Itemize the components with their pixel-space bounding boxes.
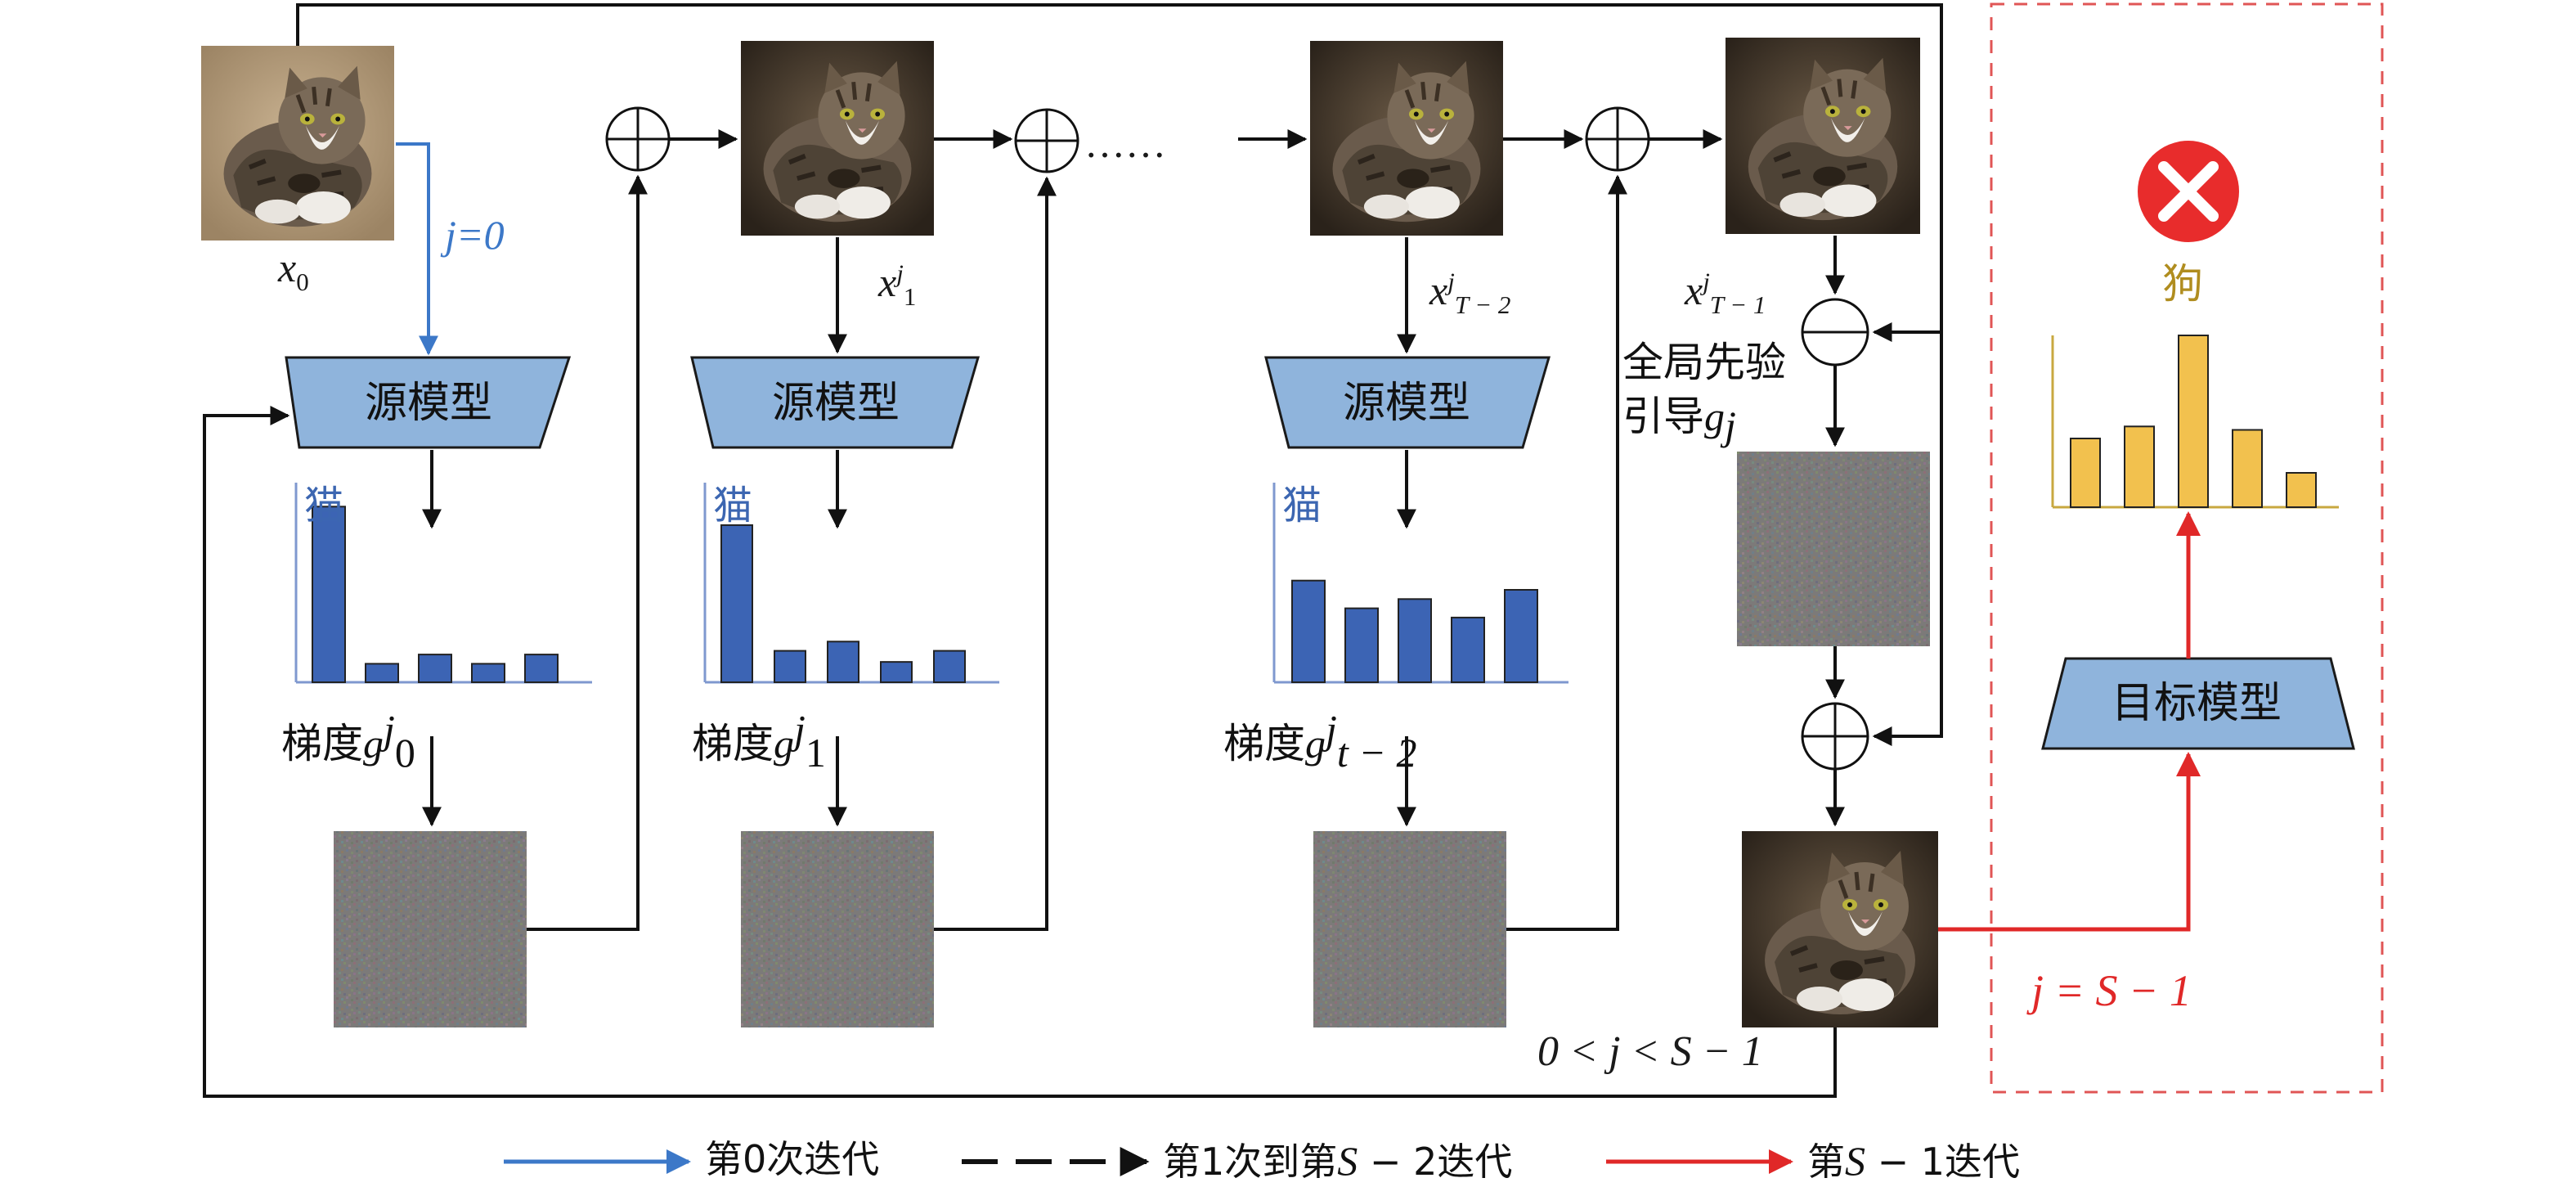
- source-model-label-1: 源模型: [365, 379, 493, 428]
- source-model-3: [1264, 356, 1551, 449]
- class-label-cat-2: 猫: [713, 483, 753, 528]
- hist-c-bar-2: [1398, 598, 1432, 683]
- label-gradient-0: 梯度gj0: [281, 706, 415, 776]
- hist-target-bar-0: [2070, 438, 2101, 508]
- label-x1: xj1: [878, 259, 917, 311]
- input-image-x0: [201, 46, 394, 241]
- source-model-1: [285, 356, 572, 449]
- adv-image-final: [1742, 831, 1938, 1027]
- hist-b-bar-4: [933, 650, 966, 684]
- target-model-label: 目标模型: [2112, 679, 2282, 728]
- label-x0: x0: [278, 245, 309, 296]
- label-global-prior-1: 全局先验: [1622, 339, 1786, 386]
- label-xT2: xjT − 2: [1429, 267, 1511, 319]
- label-j0: j=0: [445, 212, 505, 258]
- hist-b-bar-1: [774, 650, 806, 684]
- noise-image-3: [1313, 831, 1506, 1027]
- noise-image-2: [741, 831, 934, 1027]
- hist-b-bar-0: [720, 524, 753, 684]
- hist-a-bar-2: [418, 654, 452, 683]
- legend-iter0: 第0次迭代: [705, 1137, 880, 1181]
- adv-image-x1: [741, 41, 934, 236]
- label-global-prior-2: 引导gj: [1622, 393, 1736, 448]
- label-gradient-1: 梯度gj1: [692, 706, 826, 776]
- adv-image-xT2: [1310, 41, 1503, 236]
- black-arrows: [203, 3, 1943, 1098]
- hist-c-bar-3: [1451, 616, 1485, 684]
- legend-iter-mid: 第1次到第S − 2迭代: [1163, 1138, 1513, 1184]
- label-gradient-t2: 梯度gjt − 2: [1223, 706, 1417, 776]
- target-region-box: [1990, 2, 2384, 1094]
- adv-image-xT1: [1726, 38, 1920, 234]
- label-j-final: j = S − 1: [2031, 966, 2192, 1015]
- hist-b-bar-3: [880, 661, 913, 684]
- adder-3: [1585, 106, 1650, 172]
- arrow-iter0: [396, 142, 438, 356]
- noise-image-guidance: [1737, 452, 1930, 646]
- label-j-range: 0 < j < S − 1: [1537, 1028, 1763, 1075]
- hist-a-bar-0: [312, 506, 346, 683]
- hist-a-bar-3: [471, 663, 505, 684]
- class-label-cat-1: 猫: [304, 483, 344, 528]
- hist-a-bar-1: [365, 663, 399, 684]
- hist-b-bar-2: [827, 641, 859, 684]
- hist-target-bar-1: [2124, 425, 2155, 508]
- noise-image-1: [334, 831, 527, 1027]
- class-label-dog: 狗: [2162, 260, 2203, 308]
- hist-target-bar-3: [2232, 429, 2263, 508]
- red-x-circle-icon: [2138, 141, 2239, 242]
- target-model: [2041, 657, 2355, 750]
- hist-c-bar-1: [1344, 607, 1379, 683]
- hist-c-bar-4: [1504, 589, 1538, 683]
- red-arrows: [1938, 511, 2201, 932]
- hist-target-bar-4: [2286, 472, 2317, 508]
- legend-iter-last: 第S − 1迭代: [1807, 1138, 2021, 1184]
- source-model-2: [690, 356, 980, 449]
- class-label-cat-3: 猫: [1282, 483, 1322, 528]
- source-model-label-3: 源模型: [1343, 379, 1471, 428]
- histogram-bars: [312, 335, 2317, 684]
- hist-a-bar-4: [524, 654, 559, 683]
- ellipsis: ……: [1084, 120, 1166, 166]
- hist-target-bar-2: [2178, 335, 2209, 508]
- source-model-label-2: 源模型: [772, 379, 900, 428]
- hist-c-bar-0: [1291, 579, 1326, 684]
- label-xT1: xjT − 1: [1685, 267, 1766, 319]
- adder-2: [1014, 108, 1079, 173]
